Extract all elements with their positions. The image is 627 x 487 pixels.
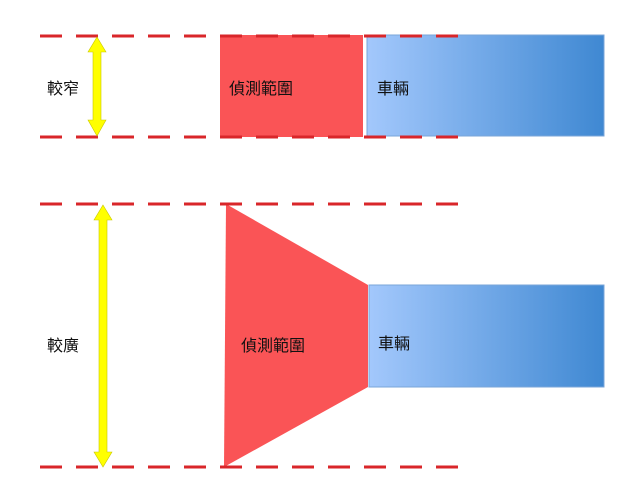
vehicle-label: 車輛 — [377, 79, 410, 98]
detection-range-narrow — [220, 35, 363, 137]
detection-label: 偵測範圍 — [241, 336, 306, 355]
double-arrow-icon — [93, 204, 113, 468]
width-label-narrow: 較窄 — [47, 79, 80, 98]
detection-range-wide — [224, 204, 368, 467]
vehicle-top — [366, 34, 605, 137]
vehicle-bottom — [368, 284, 605, 388]
detection-label: 偵測範圍 — [229, 79, 294, 98]
vehicle-label: 車輛 — [378, 334, 411, 353]
width-label-wide: 較廣 — [47, 336, 80, 355]
double-arrow-icon — [87, 36, 107, 137]
